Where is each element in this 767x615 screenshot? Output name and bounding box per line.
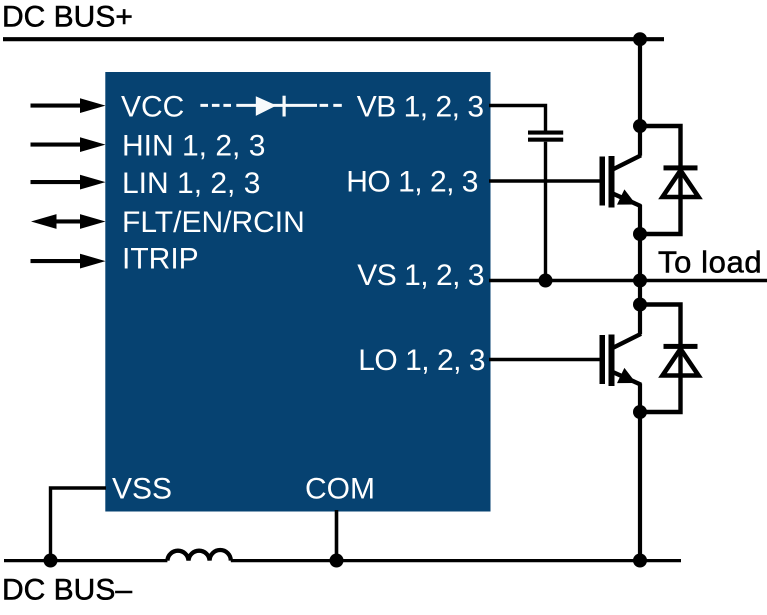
svg-text:LIN 1, 2, 3: LIN 1, 2, 3	[122, 167, 260, 200]
svg-text:FLT/EN/RCIN: FLT/EN/RCIN	[122, 206, 305, 239]
svg-text:DC BUS–: DC BUS–	[2, 573, 132, 606]
svg-text:HIN 1, 2, 3: HIN 1, 2, 3	[122, 129, 265, 162]
svg-text:DC BUS+: DC BUS+	[2, 1, 133, 34]
svg-text:VCC: VCC	[121, 91, 184, 124]
svg-text:VB 1, 2, 3: VB 1, 2, 3	[357, 91, 484, 124]
svg-text:ITRIP: ITRIP	[122, 243, 199, 276]
svg-text:HO 1, 2, 3: HO 1, 2, 3	[346, 166, 478, 199]
svg-text:To load: To load	[658, 245, 762, 280]
svg-text:COM: COM	[305, 472, 375, 505]
svg-text:VS 1, 2, 3: VS 1, 2, 3	[357, 259, 484, 292]
svg-text:VSS: VSS	[112, 472, 172, 505]
svg-text:LO 1, 2, 3: LO 1, 2, 3	[358, 344, 485, 377]
